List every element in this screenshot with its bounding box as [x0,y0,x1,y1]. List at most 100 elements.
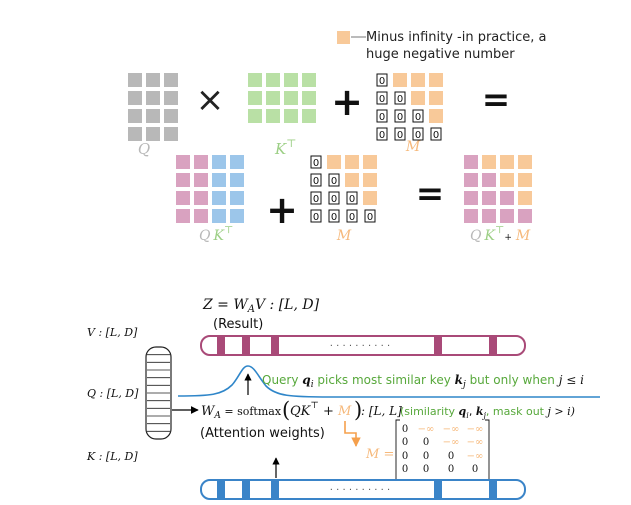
k-cell [284,91,298,105]
m2-zero-text: 0 [313,176,319,187]
qk-cell [212,155,226,169]
m-zero-cell [430,127,442,141]
mask-matrix-entry: 0 [402,464,408,475]
wa-shape: : [L, L] [361,404,402,418]
k-cell [248,91,262,105]
qk-cell [194,173,208,187]
m-zero-text: 0 [379,76,385,87]
q-cell [164,73,178,87]
k-cell [248,109,262,123]
res-cell [500,209,514,223]
m-zero-cell [376,91,388,105]
mask-matrix-entry: 0 [423,437,429,448]
k-cell [302,109,316,123]
times-operator: × [196,80,225,120]
k-cell [266,73,280,87]
m2-zero-cell [346,209,358,223]
k-cell [266,109,280,123]
mask-matrix-label: M = [365,447,394,462]
qk-cell [230,173,244,187]
m-cell [393,73,407,87]
qk-cell [194,191,208,205]
q-cell [146,109,160,123]
q-cell [164,127,178,141]
wa-argument: QK⊤ + M [290,401,352,419]
m2-zero-text: 0 [367,212,373,223]
res-cell [518,173,532,187]
qk-cell [230,209,244,223]
m2-zero-cell [346,191,358,205]
legend: Minus infinity -in practice, a huge nega… [337,30,547,62]
m2-cell [363,155,377,169]
m2-zero-text: 0 [313,212,319,223]
equals-operator-2: = [416,174,445,214]
legend-swatch [337,31,350,44]
m2-zero-cell [310,209,322,223]
mask-matrix-entry: −∞ [467,424,484,435]
m2-zero-text: 0 [331,194,337,205]
wa-paren-open: ( [282,398,290,422]
label-q: Q [138,140,150,158]
result-strip-marks [217,337,497,354]
result-label: (Result) [213,317,263,332]
result-strip-dots: · · · · · · · · · · [330,341,390,352]
key-strip-token [242,481,250,498]
m-zero-text: 0 [415,130,421,141]
res-cell [482,173,496,187]
key-strip-dots: · · · · · · · · · · [330,485,390,496]
m2-zero-text: 0 [313,194,319,205]
qk-cell [230,155,244,169]
m-zero-text: 0 [379,112,385,123]
m2-zero-cell [310,173,322,187]
m2-zero-cell [310,155,322,169]
m2-cell [327,155,341,169]
key-strip-marks [217,481,497,498]
result-strip-token [242,337,250,354]
q-cell [128,73,142,87]
mask-matrix-entry: 0 [423,464,429,475]
mask-matrix-entry: −∞ [443,437,460,448]
equals-operator-1: = [482,80,511,120]
q-cell [164,109,178,123]
q-cell [128,91,142,105]
m-zero-text: 0 [379,94,385,105]
result-strip-token [489,337,497,354]
qk-cell [176,155,190,169]
m2-zero-text: 0 [349,194,355,205]
res-cell [500,155,514,169]
qk-cell [194,155,208,169]
q-cell [146,91,160,105]
query-sequence-rows [147,354,170,432]
qk-cell [230,191,244,205]
m-zero-cell [376,73,388,87]
matrix-qk-product [176,155,244,223]
m-zero-cell [376,127,388,141]
res-cell [464,155,478,169]
m-zero-cell [412,127,424,141]
m2-cell [345,155,359,169]
mask-matrix-entry: −∞ [443,424,460,435]
m-zero-text: 0 [415,112,421,123]
mask-matrix-bracket-right [485,419,490,484]
mask-matrix-entry: 0 [402,451,408,462]
res-cell [482,155,496,169]
m2-zero-cell [328,173,340,187]
q-cell [146,127,160,141]
qk-cell [212,191,226,205]
res-cell [482,209,496,223]
m-zero-text: 0 [433,130,439,141]
m-zero-cell [394,109,406,123]
mask-matrix-entry: 0 [423,451,429,462]
k-shape-label: K : [L, D] [86,450,138,463]
similarity-explanation: (similarity qi, kj, mask out j > i) [400,405,575,420]
m2-zero-text: 0 [349,212,355,223]
mask-matrix-entry: 0 [448,451,454,462]
legend-text-line1: Minus infinity -in practice, a [366,30,547,45]
attention-peak-curve [177,365,600,398]
res-cell [518,155,532,169]
result-strip-token [271,337,279,354]
